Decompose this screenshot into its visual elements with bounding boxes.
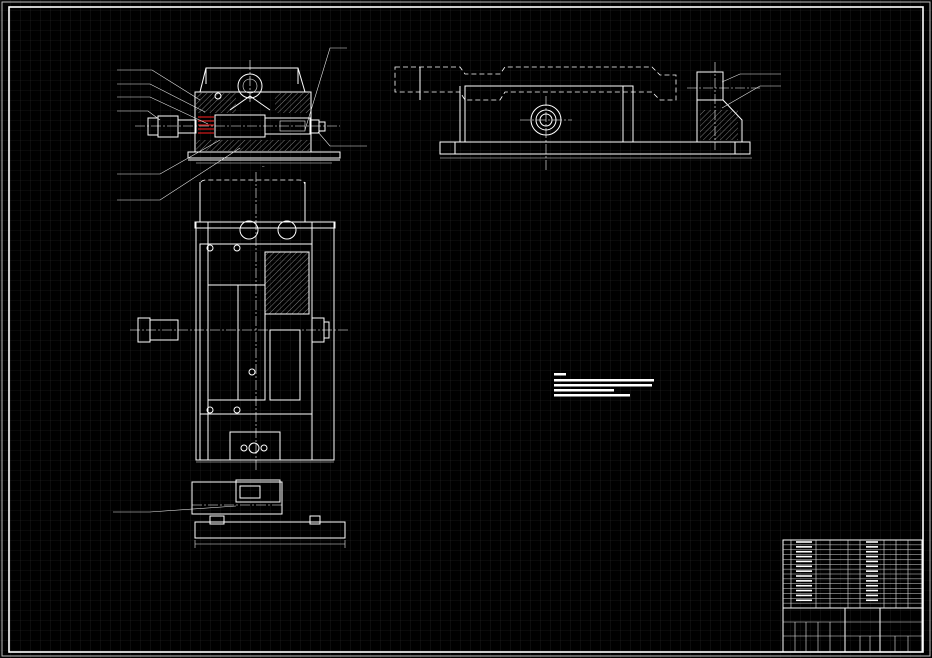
parts-list-entry	[796, 565, 812, 568]
parts-list-entry	[796, 541, 812, 543]
parts-list-entry	[796, 560, 812, 563]
parts-list-entry	[866, 560, 878, 563]
side-view	[394, 62, 781, 170]
parts-list-entry	[796, 580, 812, 582]
top-view	[130, 172, 350, 470]
parts-list-entry	[796, 550, 812, 553]
technical-requirements-notes	[554, 373, 654, 397]
parts-list-entry	[796, 589, 812, 592]
title-block	[782, 539, 923, 653]
parts-list-entry	[866, 575, 878, 577]
parts-list-entry	[866, 570, 878, 572]
parts-list-entry	[796, 555, 812, 558]
parts-list-entry	[866, 550, 878, 553]
parts-list-entry	[796, 575, 812, 577]
parts-list-entry	[866, 589, 878, 592]
parts-list-entry	[866, 546, 878, 548]
inner-frame	[8, 6, 924, 653]
parts-list-entry	[866, 565, 878, 568]
parts-list-entry	[866, 594, 878, 597]
parts-list-entry	[866, 580, 878, 582]
parts-list-entry	[866, 599, 878, 602]
parts-list-entry	[796, 594, 812, 597]
parts-list-entry	[796, 599, 812, 602]
front-section-view: —	[117, 47, 367, 201]
parts-list-entry	[796, 570, 812, 572]
svg-text:—: —	[262, 164, 265, 169]
parts-list-entry	[866, 555, 878, 558]
parts-list-entry	[796, 546, 812, 548]
bottom-detail-view	[113, 479, 346, 548]
parts-list-entry	[796, 584, 812, 587]
parts-list-entry	[866, 541, 878, 543]
parts-list-entry	[866, 584, 878, 587]
